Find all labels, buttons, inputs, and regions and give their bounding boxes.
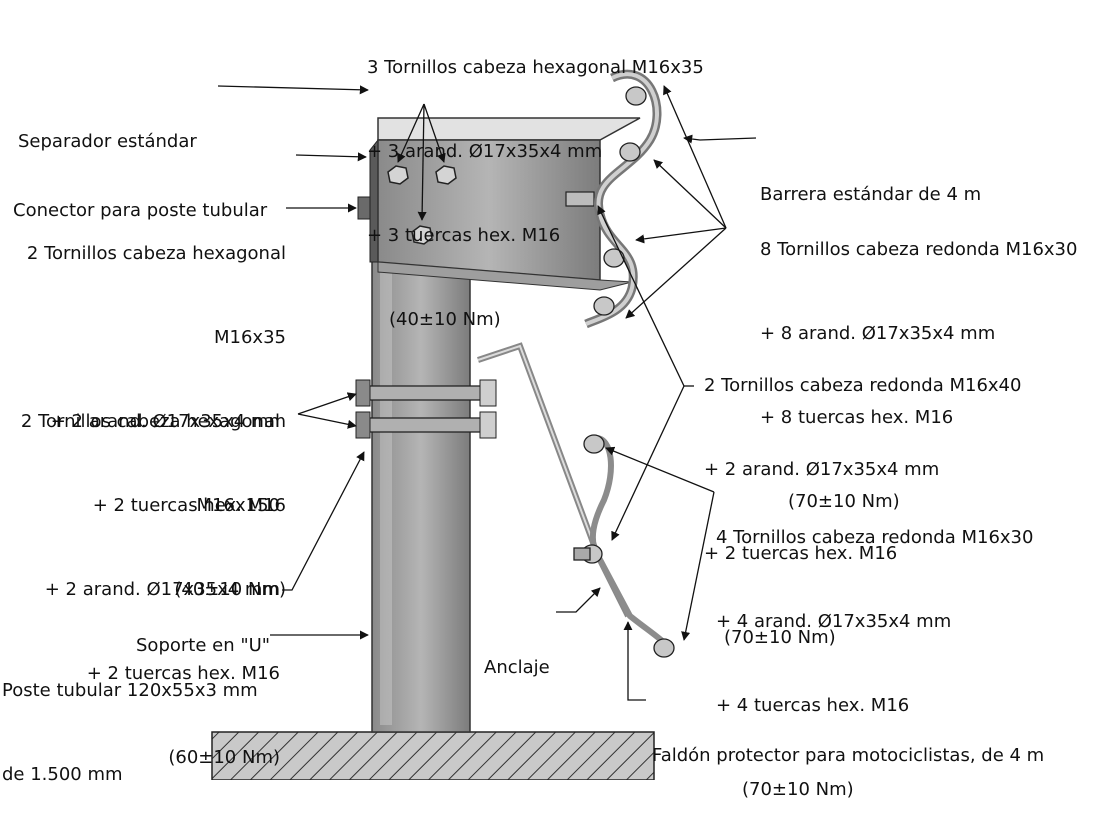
anchor-label: Anclaje	[484, 657, 550, 678]
round-bolt-group-8	[593, 86, 647, 316]
skirt-label: Faldón protector para motociclistas, de …	[652, 745, 1045, 766]
u-support-bolts	[355, 379, 497, 439]
separator-bottom-flange	[377, 261, 633, 291]
hex-bolt-group-top	[387, 165, 457, 245]
round-bolts-2-label: 2 Tornillos cabeza redonda M16x40 + 2 ar…	[704, 375, 1022, 648]
barrier-label: Barrera estándar de 4 m	[760, 184, 982, 205]
left-bolts-b-label: 2 Tornillos cabeza hexagonal M16x150 + 2…	[20, 411, 280, 768]
connector-label: Conector para poste tubular	[13, 200, 268, 221]
leader-lines	[217, 85, 757, 701]
channel-bolt	[565, 191, 595, 207]
top-bolts-label: 3 Tornillos cabeza hexagonal M16x35 + 3 …	[367, 57, 704, 330]
round-bolts-8-label: 8 Tornillos cabeza redonda M16x30 + 8 ar…	[760, 239, 1078, 512]
separator-label: Separador estándar	[18, 131, 197, 152]
motorcyclist-skirt	[589, 435, 673, 652]
guardrail-assembly-diagram	[211, 69, 757, 780]
left-bolts-a-label: 2 Tornillos cabeza hexagonal M16x35 + 2 …	[26, 243, 286, 600]
tubular-post	[371, 254, 471, 733]
round-bolt-group-4	[573, 434, 675, 658]
ground-hatch	[211, 731, 655, 780]
u-support-label: Soporte en "U"	[136, 635, 271, 656]
post-label: Poste tubular 120x55x3 mm de 1.500 mm	[2, 680, 258, 785]
connector-side-tab	[357, 196, 371, 220]
post-highlight	[380, 270, 392, 725]
